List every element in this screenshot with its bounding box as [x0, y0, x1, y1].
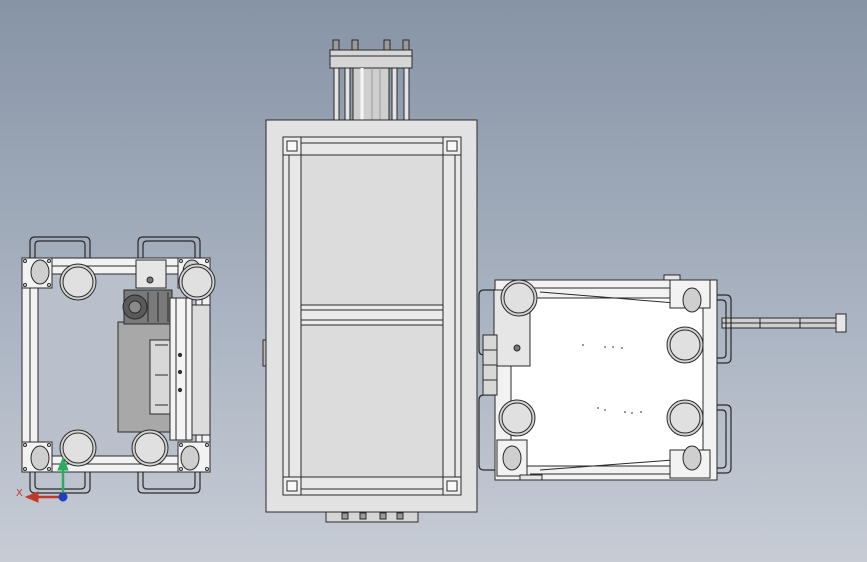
z-axis-dot [58, 492, 68, 502]
left-cart-casters [21, 257, 216, 473]
x-axis-arrowhead [24, 491, 39, 503]
right-cart-plate-marks [582, 344, 642, 414]
right-cart-casters [496, 274, 711, 481]
y-axis-arrowhead [57, 456, 69, 471]
cabinet-side-latch [262, 339, 267, 367]
left-cart-motor [117, 259, 211, 441]
right-cart-rod [721, 313, 847, 333]
left-cart-handles [29, 236, 201, 494]
x-axis-label: X [16, 488, 23, 499]
coordinate-triad: X [16, 456, 69, 503]
cylinder-assembly [329, 39, 413, 121]
cabinet-doors [300, 154, 444, 478]
right-cart-handles [478, 289, 732, 474]
right-cart[interactable] [478, 274, 847, 481]
center-cabinet[interactable] [262, 39, 478, 523]
right-cart-frame [482, 279, 718, 481]
left-cart[interactable] [21, 236, 216, 494]
cabinet-bottom-flange [325, 511, 419, 523]
cabinet-frame-detail [282, 136, 462, 496]
